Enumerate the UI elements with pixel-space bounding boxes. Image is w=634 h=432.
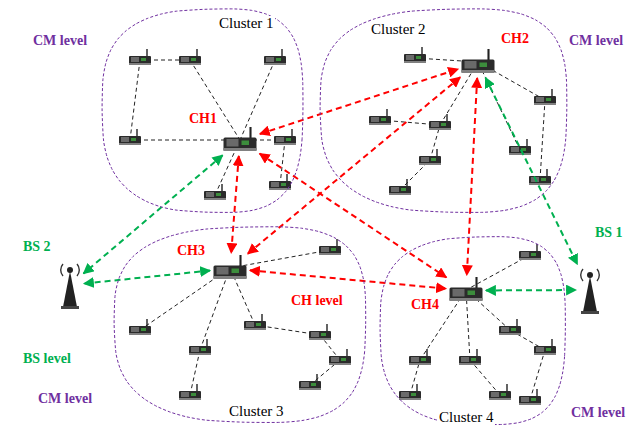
level-label: CM level xyxy=(568,34,624,48)
cluster-region: CH4Cluster 4CM level xyxy=(378,232,572,428)
cluster-outline xyxy=(318,4,575,216)
antenna-icon xyxy=(578,266,602,314)
antenna-icon xyxy=(58,261,82,309)
cluster-outline xyxy=(100,4,310,216)
level-label: CH level xyxy=(290,294,344,308)
level-label: CM level xyxy=(37,392,93,406)
sensor-node-icon xyxy=(460,49,496,76)
sensor-motes xyxy=(119,47,556,405)
cluster-head-link xyxy=(260,154,447,278)
node-label: CH3 xyxy=(176,244,206,258)
cluster-outline xyxy=(378,232,572,428)
node-label: BS 2 xyxy=(22,240,52,254)
cluster-region: CH1Cluster 1CM level xyxy=(100,4,310,216)
base-station: BS 2 xyxy=(58,261,82,309)
cluster-outline xyxy=(112,222,374,426)
cluster-head: CH1 xyxy=(222,127,258,154)
cluster-head-link xyxy=(250,270,446,288)
sensor-node-icon xyxy=(448,277,484,304)
cluster-region: CH2Cluster 2CM level xyxy=(318,4,575,216)
level-label: CM level xyxy=(32,34,88,48)
cluster-head: CH4 xyxy=(448,277,484,304)
cluster-head: CH3 xyxy=(212,255,248,282)
base-station-link xyxy=(486,289,576,291)
cluster-head-link xyxy=(260,69,458,134)
cluster-name: Cluster 3 xyxy=(228,404,285,419)
node-label: CH1 xyxy=(188,112,218,126)
node-label: BS 1 xyxy=(594,226,624,240)
base-station-link xyxy=(84,155,223,273)
node-label: CH2 xyxy=(500,32,530,46)
cluster-head-link xyxy=(467,78,477,275)
cluster-region: CH3Cluster 3CM level xyxy=(112,222,374,426)
cluster-name: Cluster 2 xyxy=(370,22,427,37)
level-label: CM level xyxy=(570,406,626,420)
node-label: CH4 xyxy=(410,298,440,312)
sensor-node-icon xyxy=(212,255,248,282)
cluster-name: Cluster 4 xyxy=(438,410,495,425)
cluster-head: CH2 xyxy=(460,49,496,76)
cluster-name: Cluster 1 xyxy=(218,16,275,31)
base-station-link xyxy=(84,271,210,284)
sensor-node-icon xyxy=(222,127,258,154)
cluster-head-link xyxy=(231,156,239,253)
base-station: BS 1 xyxy=(578,266,602,314)
level-label: BS level xyxy=(22,352,72,366)
member-links xyxy=(130,58,545,400)
cluster-head-link xyxy=(248,77,460,253)
